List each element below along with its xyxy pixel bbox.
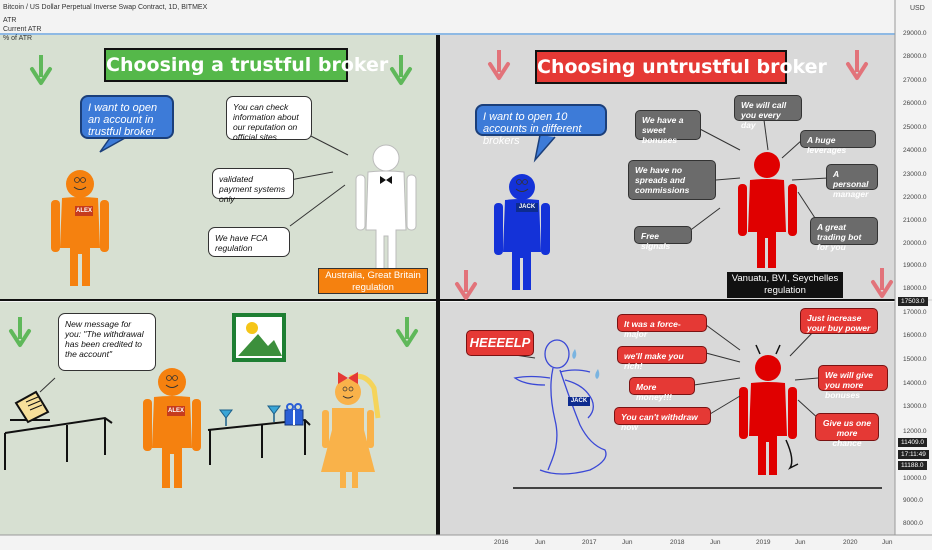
y-tick: 12000.0 [903, 428, 927, 435]
x-tick: Jun [710, 539, 721, 546]
y-tick: 21000.0 [903, 217, 927, 224]
x-tick: 2018 [670, 539, 685, 546]
glass-icon [219, 409, 233, 426]
x-tick: Jun [535, 539, 546, 546]
bonus-bubble: We have a sweet bonuses [635, 110, 701, 145]
glass-icon [267, 405, 281, 422]
jack-speech-bubble: I want to open 10 accounts in different … [475, 104, 607, 147]
more-money-bubble: More money!!! [629, 377, 695, 402]
price-label-11409: 11409.0 [898, 438, 928, 447]
currency-label: USD [910, 5, 925, 12]
scam-broker-figure [738, 152, 797, 268]
down-arrow-icon [30, 53, 52, 85]
picture-icon [232, 313, 286, 362]
regulation-trustful: Australia, Great Britain regulation [318, 268, 428, 294]
y-tick: 10000.0 [903, 475, 927, 482]
x-tick: 2019 [756, 539, 771, 546]
indicator-current-atr[interactable]: Current ATR [3, 26, 42, 33]
y-tick: 29000.0 [903, 30, 927, 37]
cant-withdraw-bubble: You can't withdraw now [614, 407, 711, 432]
one-more-chance-bubble: Give us one more chance [815, 413, 879, 448]
down-arrow-icon [871, 266, 893, 298]
trading-bot-bubble: A great trading bot for you [810, 217, 878, 252]
alex-name-tag: ALEX [75, 208, 92, 214]
jack-name-tag: JACK [568, 397, 590, 406]
y-tick: 13000.0 [903, 403, 927, 410]
x-tick: 2020 [843, 539, 858, 546]
down-arrow-icon [396, 315, 418, 347]
jack-sketch-figure [513, 339, 607, 475]
time-label: 17:11:49 [898, 450, 929, 459]
y-tick: 28000.0 [903, 53, 927, 60]
alex-figure-happy [143, 368, 201, 488]
down-arrow-icon [9, 315, 31, 347]
payment-bubble: validated payment systems only [212, 168, 294, 204]
x-tick: Jun [882, 539, 893, 546]
down-arrow-icon [488, 48, 510, 80]
regulation-untrustful: Vanuatu, BVI, Seychelles regulation [727, 272, 843, 298]
y-tick: 15000.0 [903, 356, 927, 363]
y-tick: 20000.0 [903, 240, 927, 247]
y-tick: 17000.0 [903, 309, 927, 316]
girl-figure [321, 372, 381, 488]
alex-speech-bubble: I want to open an account in trustful br… [80, 95, 174, 139]
price-label-17503: 17503.0 [898, 297, 928, 306]
y-tick: 8000.0 [903, 520, 923, 527]
down-arrow-icon [846, 48, 868, 80]
title-trustful: Choosing a trustful broker [104, 48, 388, 82]
jack-name-tag: JACK [516, 203, 538, 212]
indicator-percent-atr[interactable]: % of ATR [3, 35, 33, 42]
y-tick: 19000.0 [903, 262, 927, 269]
x-tick: 2016 [494, 539, 509, 546]
symbol-title: Bitcoin / US Dollar Perpetual Inverse Sw… [3, 4, 208, 11]
y-tick: 25000.0 [903, 124, 927, 131]
reputation-bubble: You can check information about our repu… [226, 96, 312, 142]
y-tick: 9000.0 [903, 497, 923, 504]
rich-bubble: we'll make you rich! [617, 346, 707, 371]
indicator-atr[interactable]: ATR [3, 17, 17, 24]
manager-bubble: A personal manager [826, 164, 878, 199]
devil-broker-figure [739, 344, 799, 475]
fca-bubble: We have FCA regulation [208, 227, 290, 257]
jack-figure [494, 174, 550, 290]
down-arrow-icon [390, 53, 412, 85]
y-tick: 26000.0 [903, 100, 927, 107]
no-spreads-bubble: We have no spreads and commissions [628, 160, 716, 200]
buy-power-bubble: Just increase your buy power [800, 308, 878, 334]
x-tick: Jun [795, 539, 806, 546]
force-major-bubble: It was a force-major [617, 314, 707, 339]
signals-bubble: Free signals [634, 226, 692, 251]
y-tick: 23000.0 [903, 171, 927, 178]
y-tick: 24000.0 [903, 147, 927, 154]
y-tick: 14000.0 [903, 380, 927, 387]
down-arrow-icon [455, 268, 477, 300]
y-tick: 22000.0 [903, 194, 927, 201]
y-tick: 27000.0 [903, 77, 927, 84]
y-tick: 16000.0 [903, 332, 927, 339]
laptop-icon [10, 390, 50, 424]
x-tick: 2017 [582, 539, 597, 546]
broker-figure [355, 144, 417, 285]
gift-icon [284, 403, 304, 426]
y-tick: 18000.0 [903, 285, 927, 292]
help-bubble: HEEEELP [466, 330, 534, 356]
alex-figure [51, 170, 109, 286]
withdrawal-message-bubble: New message for you: "The withdrawal has… [58, 313, 156, 371]
title-untrustful: Choosing untrustful broker [535, 50, 827, 84]
price-label-11188: 11188.0 [898, 461, 927, 470]
call-bubble: We will call you every day [734, 95, 802, 130]
leverage-bubble: A huge leverages [800, 130, 876, 155]
bonuses-bubble: We will give you more bonuses [818, 365, 888, 400]
x-tick: Jun [622, 539, 633, 546]
alex-name-tag: ALEX [167, 408, 184, 414]
